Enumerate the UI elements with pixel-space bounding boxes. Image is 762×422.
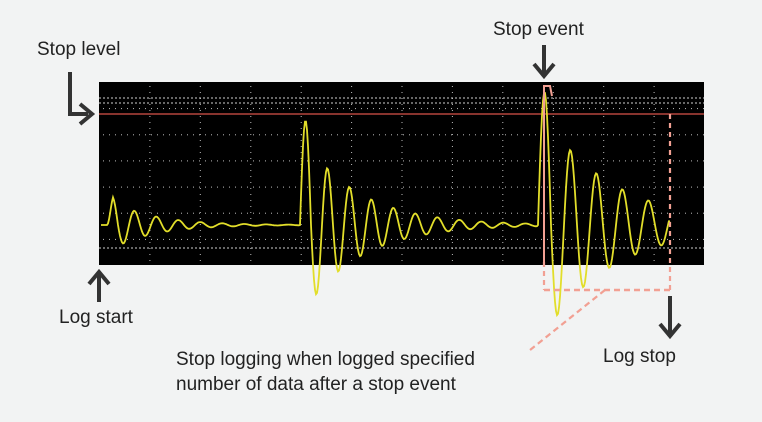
bracket-pointer-line [529, 289, 606, 351]
note-line-1: Stop logging when logged specified [176, 349, 475, 370]
stop-level-label: Stop level [37, 39, 121, 60]
scope-screen [99, 82, 704, 265]
log-stop-label: Log stop [603, 346, 676, 367]
grid-dots [103, 86, 704, 261]
stop-event-label: Stop event [493, 19, 584, 40]
note-line-2: number of data after a stop event [176, 374, 456, 395]
stop-event-marker [543, 85, 553, 262]
log-stop-arrow-down-icon [658, 296, 682, 340]
arrow-up-icon [87, 268, 111, 302]
stop-event-arrow-down-icon [532, 45, 556, 80]
signal-waveform [101, 92, 671, 318]
log-start-label: Log start [59, 307, 133, 328]
elbow-arrow-right-icon [68, 72, 96, 126]
